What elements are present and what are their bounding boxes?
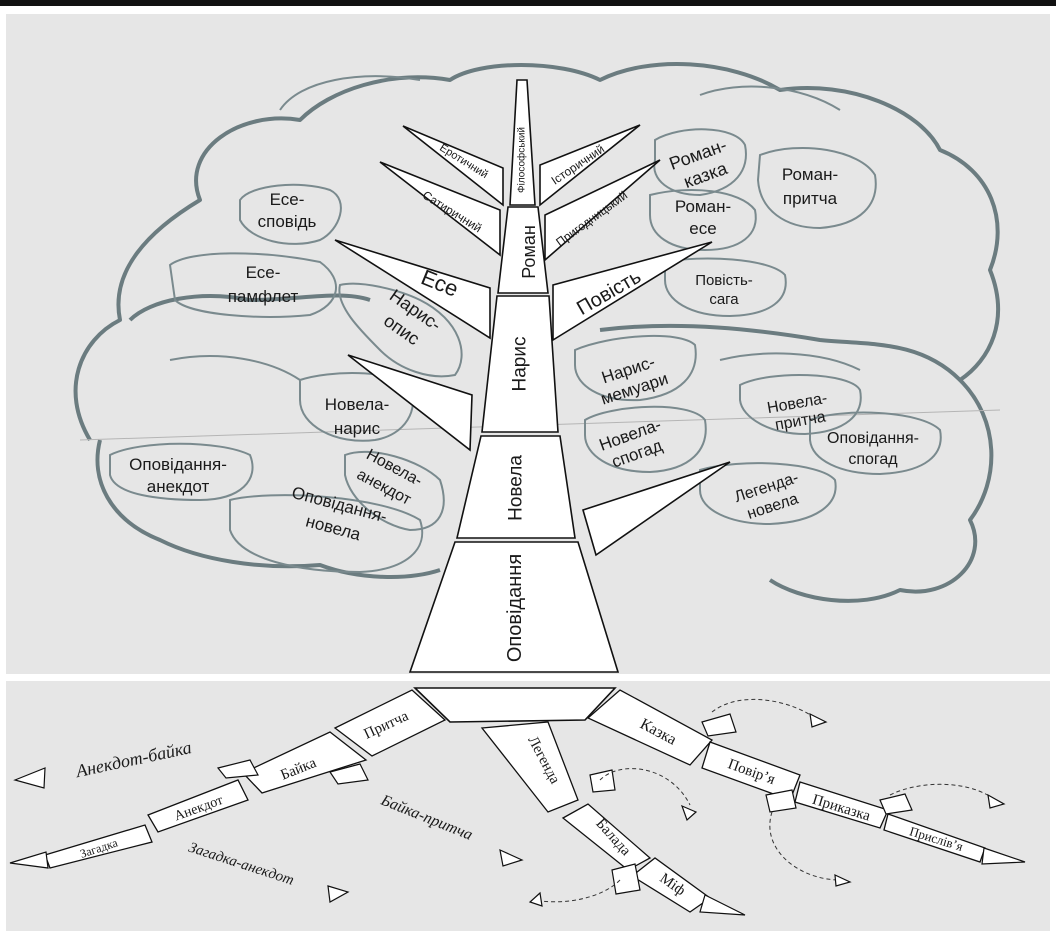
connector-balada — [612, 864, 640, 894]
branch-label-filosofskyi: Філософський — [516, 127, 528, 193]
trunk-label-novela: Новела — [506, 455, 527, 521]
trunk-label-roman: Роман — [519, 225, 539, 279]
trunk-label-opovidannia: Оповідання — [504, 554, 526, 662]
panel-divider — [6, 674, 1050, 681]
top-border — [0, 0, 1056, 6]
trunk-label-narys: Нарис — [510, 337, 531, 392]
root-base — [415, 688, 615, 722]
